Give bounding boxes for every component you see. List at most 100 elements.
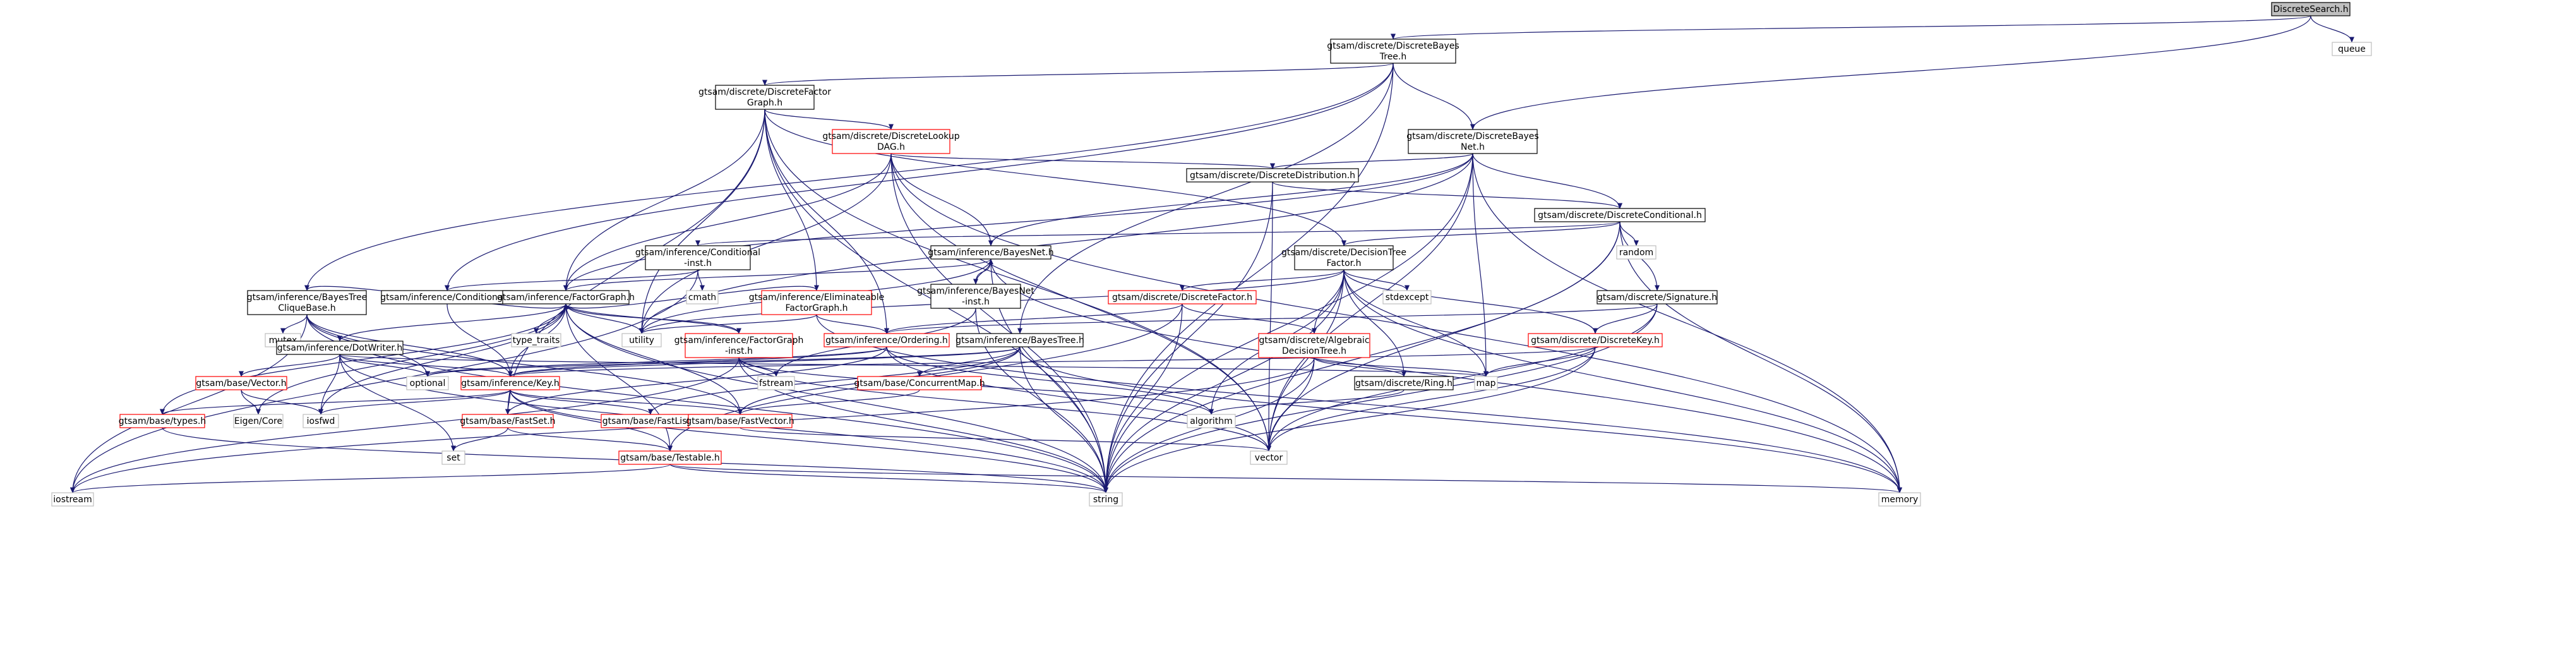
node-label: gtsam/inference/FactorGraph xyxy=(674,335,804,346)
node-box xyxy=(930,284,1021,309)
node-label: gtsam/inference/Conditional.h xyxy=(380,292,513,303)
node-box xyxy=(406,376,449,390)
node-gtsam-base-types-h[interactable]: gtsam/base/types.h xyxy=(119,414,207,428)
node-box xyxy=(511,333,561,347)
edge-dbn-to-map xyxy=(1472,153,1489,377)
node-label: gtsam/inference/DotWriter.h xyxy=(277,343,402,353)
node-label: queue xyxy=(2338,44,2366,54)
node-gtsam-discrete-discretedistribution-h[interactable]: gtsam/discrete/DiscreteDistribution.h xyxy=(1186,168,1359,183)
node-box xyxy=(460,376,560,390)
edge-ring-to-algorithm xyxy=(1209,389,1405,415)
node-gtsam-inference-conditional-h[interactable]: gtsam/inference/Conditional.h xyxy=(380,290,514,304)
edge-dotw-to-vec xyxy=(239,354,340,377)
node-gtsam-base-fastlist-h[interactable]: gtsam/base/FastList.h xyxy=(601,414,700,428)
edge-dcond-to-condinst xyxy=(695,221,1620,246)
edge-dfg-to-vector xyxy=(764,109,1271,452)
edge-dbt-to-cond xyxy=(445,63,1394,291)
node-gtsam-discrete-discretefactor-h[interactable]: gtsam/discrete/DiscreteFactor.h xyxy=(1108,290,1257,304)
edge-key-to-testable xyxy=(510,389,673,452)
node-label: gtsam/inference/BayesNet xyxy=(917,286,1034,296)
node-box xyxy=(119,414,205,428)
node-label: gtsam/discrete/Signature.h xyxy=(1597,292,1717,303)
node-label: map xyxy=(1476,378,1495,389)
node-label: cmath xyxy=(688,292,716,303)
edge-ord-to-vector xyxy=(886,346,1271,452)
edge-ddist-to-dcond xyxy=(1272,181,1622,209)
node-queue: queue xyxy=(2332,42,2372,56)
node-gtsam-inference-ordering-h[interactable]: gtsam/inference/Ordering.h xyxy=(824,333,950,347)
node-box xyxy=(1354,376,1454,390)
node-box xyxy=(1382,290,1432,304)
node-label: gtsam/discrete/DiscreteBayes xyxy=(1327,41,1459,51)
edge-key-to-fastset xyxy=(505,389,511,415)
node-gtsam-discrete-discreteconditional-h[interactable]: gtsam/discrete/DiscreteConditional.h xyxy=(1534,208,1706,222)
node-gtsam-inference-key-h[interactable]: gtsam/inference/Key.h xyxy=(460,376,560,390)
edge-dbt-to-dfg xyxy=(762,63,1394,86)
node-label: gtsam/discrete/DiscreteLookup xyxy=(822,131,959,142)
node-gtsam-base-fastvector-h[interactable]: gtsam/base/FastVector.h xyxy=(686,414,794,428)
node-label: CliqueBase.h xyxy=(278,303,335,313)
node-label: string xyxy=(1093,495,1118,505)
node-gtsam-inference-eliminateablefactorgraph-h[interactable]: gtsam/inference/EliminateableFactorGraph… xyxy=(749,290,885,315)
node-gtsam-discrete-signature-h[interactable]: gtsam/discrete/Signature.h xyxy=(1597,290,1718,304)
node-label: DecisionTree.h xyxy=(1282,346,1346,356)
node-label: gtsam/inference/BayesTree.h xyxy=(956,335,1084,346)
node-gtsam-base-testable-h[interactable]: gtsam/base/Testable.h xyxy=(618,450,722,465)
node-gtsam-discrete-discretekey-h[interactable]: gtsam/discrete/DiscreteKey.h xyxy=(1528,333,1663,347)
node-gtsam-inference-factorgraph-inst-h[interactable]: gtsam/inference/FactorGraph-inst.h xyxy=(674,333,804,358)
node-label: -inst.h xyxy=(962,297,990,307)
node-box xyxy=(1616,245,1656,260)
node-label: gtsam/base/FastVector.h xyxy=(686,416,794,426)
node-gtsam-base-concurrentmap-h[interactable]: gtsam/base/ConcurrentMap.h xyxy=(854,376,985,390)
node-label: Graph.h xyxy=(747,98,782,108)
node-gtsam-inference-dotwriter-h[interactable]: gtsam/inference/DotWriter.h xyxy=(276,341,404,355)
node-gtsam-inference-factorgraph-h[interactable]: gtsam/inference/FactorGraph.h xyxy=(497,290,635,304)
edge-key-to-iosfwd xyxy=(318,389,511,415)
edge-dbt-to-btcb xyxy=(304,63,1394,291)
node-box xyxy=(1534,208,1706,222)
node-box xyxy=(645,245,751,270)
edge-adt-to-map xyxy=(1314,357,1489,377)
node-label: type_traits xyxy=(513,335,560,346)
node-box xyxy=(502,290,630,304)
edge-ds-to-queue xyxy=(2310,15,2354,43)
node-gtsam-inference-bayesnet-inst-h[interactable]: gtsam/inference/BayesNet-inst.h xyxy=(917,284,1034,309)
node-gtsam-discrete-ring-h[interactable]: gtsam/discrete/Ring.h xyxy=(1354,376,1454,390)
edge-dsig-to-ord xyxy=(884,303,1658,334)
node-label: fstream xyxy=(759,378,793,389)
node-gtsam-inference-bayestree-h[interactable]: gtsam/inference/BayesTree.h xyxy=(956,333,1084,347)
edge-testable-to-iostream xyxy=(70,464,671,493)
node-random: random xyxy=(1616,245,1656,260)
node-label: gtsam/discrete/DiscreteDistribution.h xyxy=(1190,171,1355,181)
edge-btcb-to-fastvec xyxy=(306,314,743,415)
edge-bn-to-fg xyxy=(563,258,991,291)
node-gtsam-base-vector-h[interactable]: gtsam/base/Vector.h xyxy=(195,376,287,390)
edge-testable-to-string xyxy=(669,464,1108,493)
edge-df-to-adt xyxy=(1182,303,1317,334)
node-label: gtsam/discrete/DiscreteConditional.h xyxy=(1538,210,1702,220)
node-stdexcept: stdexcept xyxy=(1382,290,1432,304)
edge-key-to-types xyxy=(160,389,511,415)
node-gtsam-inference-bayesnet-h[interactable]: gtsam/inference/BayesNet.h xyxy=(928,245,1054,260)
edge-dtf-to-df xyxy=(1180,269,1345,291)
edge-dfg-to-dld xyxy=(764,109,894,130)
edge-dkey-to-map xyxy=(1483,346,1596,377)
edge-dbn-to-string xyxy=(1103,153,1473,493)
edge-ord-to-optional xyxy=(425,346,887,377)
node-memory: memory xyxy=(1878,492,1921,507)
node-label: algorithm xyxy=(1190,416,1233,426)
edge-ds-to-dbn xyxy=(1470,15,2311,130)
edge-dld-to-ddist xyxy=(890,153,1275,169)
node-discretesearch-h[interactable]: DiscreteSearch.h xyxy=(2271,2,2351,16)
node-box xyxy=(1089,492,1123,507)
node-gtsam-base-fastset-h[interactable]: gtsam/base/FastSet.h xyxy=(460,414,556,428)
node-gtsam-inference-conditional-inst-h[interactable]: gtsam/inference/Conditional-inst.h xyxy=(635,245,760,270)
